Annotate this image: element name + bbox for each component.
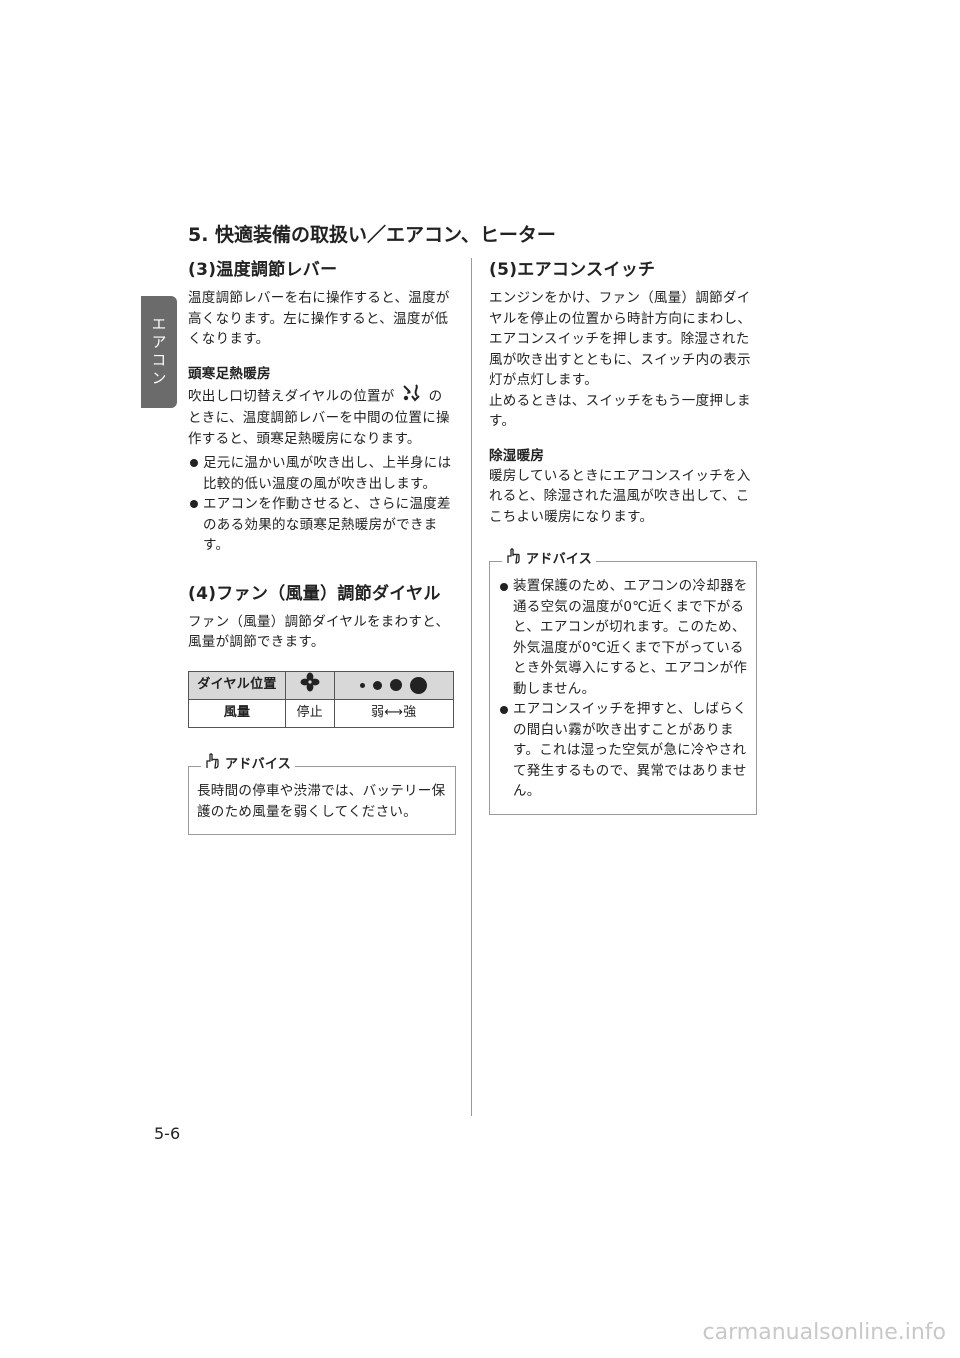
stop-cell: 停止	[285, 699, 335, 728]
advice-label: アドバイス	[225, 756, 292, 772]
head-cool-paragraph: 吹出し口切替えダイヤルの位置がのときに、温度調節レバーを中間の位置に操作すると、…	[188, 383, 456, 450]
heading-ac-switch: (5)エアコンスイッチ	[489, 260, 656, 280]
foot-defrost-mode-icon	[401, 383, 423, 409]
advice-label: アドバイス	[526, 551, 593, 567]
heading-head-cool-feet-warm: 頭寒足熱暖房	[188, 365, 271, 382]
section-title: 5. 快適装備の取扱い／エアコン、ヒーター	[188, 224, 556, 246]
advice-bullet-list: 装置保護のため、エアコンの冷却器を通る空気の温度が0℃近くまで下がると、エアコン…	[498, 576, 748, 802]
list-item: エアコンを作動させると、さらに温度差のある効果的な頭寒足熱暖房ができます。	[188, 494, 456, 556]
range-cell: 弱⟷強	[333, 699, 454, 728]
advice-box: アドバイス 装置保護のため、エアコンの冷却器を通る空気の温度が0℃近くまで下がる…	[489, 548, 757, 815]
side-tab: エアコン	[141, 296, 177, 408]
fan-off-cell	[285, 670, 335, 700]
speed-level-3-icon	[390, 679, 403, 692]
page-number: 5-6	[154, 1124, 181, 1143]
advice-tag: アドバイス	[502, 548, 597, 572]
right-column: (5)エアコンスイッチ エンジンをかけ、ファン（風量）調節ダイヤルを停止の位置か…	[489, 258, 757, 815]
heading-temperature-lever: (3)温度調節レバー	[188, 260, 338, 280]
column-divider	[471, 258, 472, 1116]
temperature-paragraph: 温度調節レバーを右に操作すると、温度が高くなります。左に操作すると、温度が低くな…	[188, 290, 450, 347]
left-column: (3)温度調節レバー 温度調節レバーを右に操作すると、温度が高くなります。左に操…	[188, 258, 456, 835]
dehumidify-paragraph: 暖房しているときにエアコンスイッチを入れると、除湿された温風が吹き出して、ここち…	[489, 467, 751, 525]
speed-level-2-icon	[373, 680, 383, 690]
list-item: エアコンスイッチを押すと、しばらくの間白い霧が吹き出すことがあります。これは湿っ…	[498, 699, 748, 802]
speed-level-1-icon	[360, 682, 366, 688]
table-row: 風量 停止 弱⟷強	[188, 699, 454, 728]
bullet-dot	[190, 500, 198, 508]
bullet-dot	[500, 706, 508, 714]
bullet-dot	[500, 583, 508, 591]
fan-paragraph: ファン（風量）調節ダイヤルをまわすと、風量が調節できます。	[188, 613, 450, 651]
table-row: ダイヤル位置	[188, 670, 454, 700]
fan-speed-levels-cell	[333, 670, 454, 700]
dial-position-label: ダイヤル位置	[188, 670, 286, 700]
advice-text: 長時間の停車や渋滞では、バッテリー保護のため風量を弱くしてください。	[197, 783, 446, 820]
ac-paragraph-1: エンジンをかけ、ファン（風量）調節ダイヤルを停止の位置から時計方向にまわし、エア…	[489, 290, 752, 388]
ac-paragraph-2: 止めるときは、スイッチをもう一度押します。	[489, 392, 751, 430]
heading-fan-dial: (4)ファン（風量）調節ダイヤル	[188, 583, 441, 604]
speed-level-4-icon	[410, 676, 428, 694]
fan-icon	[300, 672, 320, 696]
pointing-hand-icon	[506, 548, 524, 572]
heading-dehumidify-heating: 除湿暖房	[489, 447, 545, 464]
fan-speed-table: ダイヤル位置 風量 停止 弱⟷強	[188, 670, 454, 728]
advice-box: アドバイス 長時間の停車や渋滞では、バッテリー保護のため風量を弱くしてください。	[188, 753, 456, 835]
bullet-dot	[190, 459, 198, 467]
heat-bullet-list: 足元に温かい風が吹き出し、上半身には比較的低い温度の風が吹き出します。 エアコン…	[188, 453, 456, 556]
pointing-hand-icon	[205, 753, 223, 777]
advice-tag: アドバイス	[201, 753, 296, 777]
list-item: 足元に温かい風が吹き出し、上半身には比較的低い温度の風が吹き出します。	[188, 453, 456, 494]
list-item: 装置保護のため、エアコンの冷却器を通る空気の温度が0℃近くまで下がると、エアコン…	[498, 576, 748, 699]
watermark: carmanualsonline.info	[702, 1320, 946, 1345]
airflow-label: 風量	[188, 699, 286, 728]
side-tab-label: エアコン	[149, 316, 168, 388]
